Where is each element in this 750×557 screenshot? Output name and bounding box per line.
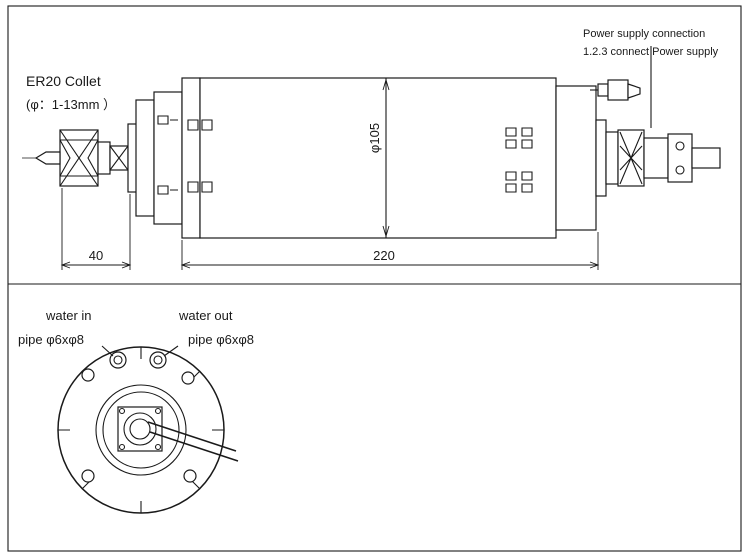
water-out-label: water out bbox=[178, 308, 233, 323]
power-connect-label: 1.2.3 connect Power supply bbox=[583, 46, 719, 58]
end-view-inner-ring bbox=[95, 384, 187, 476]
body-length-value: 220 bbox=[373, 248, 395, 263]
water-in-port bbox=[109, 351, 127, 369]
water-out-port bbox=[149, 351, 167, 369]
front-flange bbox=[135, 91, 183, 225]
connector-square bbox=[117, 406, 163, 452]
collet-range-label: (φ：1-13mm ） bbox=[26, 97, 116, 112]
collet-nut bbox=[59, 129, 99, 187]
power-supply-label: Power supply connection bbox=[583, 28, 705, 40]
water-in-label: water in bbox=[45, 308, 92, 323]
mount-hole-top-left bbox=[81, 368, 95, 382]
body-length-dimension bbox=[180, 232, 600, 270]
collet-length-value: 40 bbox=[89, 248, 103, 263]
power-plug-illustration bbox=[590, 79, 641, 101]
diameter-dimension bbox=[382, 78, 390, 238]
power-cable bbox=[147, 421, 239, 462]
collet-length-dimension bbox=[60, 188, 132, 270]
diameter-value: φ105 bbox=[367, 123, 382, 153]
end-view bbox=[57, 345, 239, 514]
water-out-pipe-label: pipe φ6xφ8 bbox=[188, 332, 254, 347]
water-in-pipe-label: pipe φ6xφ8 bbox=[18, 332, 84, 347]
tool-bit bbox=[34, 151, 61, 165]
power-connector bbox=[605, 129, 721, 187]
mount-hole-bottom-right bbox=[183, 469, 197, 483]
mount-hole-top-right bbox=[181, 371, 195, 385]
drawing-frame bbox=[7, 5, 742, 552]
collet-label: ER20 Collet bbox=[26, 73, 101, 89]
spindle-body bbox=[181, 77, 607, 239]
mount-hole-bottom-left bbox=[81, 469, 95, 483]
